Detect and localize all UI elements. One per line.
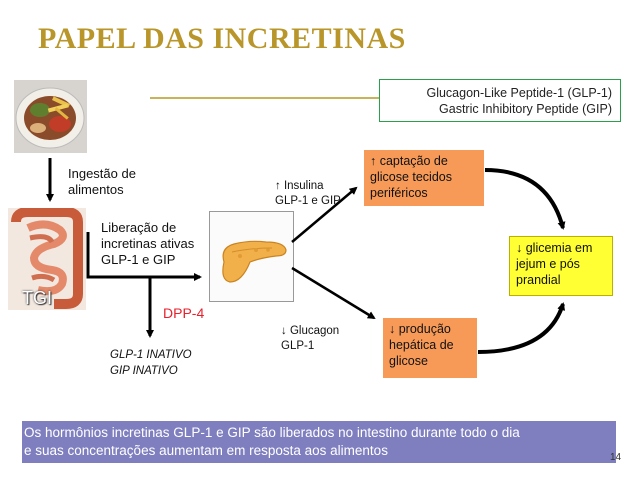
arrow-captacao-to-glicemia <box>484 168 566 230</box>
insulina-line-2: GLP-1 e GIP <box>275 195 341 207</box>
arrow-gut-to-pancreas <box>86 232 202 281</box>
captacao-box: ↑ captação de glicose tecidos periférico… <box>364 150 484 206</box>
glicemia-line-2: jejum e pós <box>516 257 580 271</box>
glucagon-line-1: ↓ Glucagon <box>281 325 340 337</box>
page-number: 14 <box>610 452 622 463</box>
liberacao-line-1: Liberação de <box>101 220 177 235</box>
producao-line-3: glicose <box>389 354 428 368</box>
glicemia-line-3: prandial <box>516 273 561 287</box>
tgi-label: TGI <box>22 288 52 308</box>
insulina-line-1: ↑ Insulina <box>275 180 324 192</box>
dpp4-label: DPP-4 <box>163 305 205 321</box>
gip-inativo: GIP INATIVO <box>110 365 178 377</box>
ingestao-line-2: alimentos <box>68 182 124 197</box>
liberacao-line-2: incretinas ativas <box>101 236 195 251</box>
producao-box: ↓ produção hepática de glicose <box>383 318 477 378</box>
arrow-pancreas-to-producao <box>291 266 376 320</box>
footer-line-1: Os hormônios incretinas GLP-1 e GIP são … <box>24 425 520 440</box>
glucagon-label: ↓ Glucagon GLP-1 <box>281 324 339 354</box>
arrow-producao-to-glicemia <box>477 302 566 354</box>
legend-gip: Gastric Inhibitory Peptide (GIP) <box>439 102 612 116</box>
captacao-line-2: glicose tecidos <box>370 170 452 184</box>
legend-glp1: Glucagon-Like Peptide-1 (GLP-1) <box>426 86 612 100</box>
slide-title: PAPEL DAS INCRETINAS <box>38 22 406 55</box>
inativo-label: GLP-1 INATIVO GIP INATIVO <box>110 347 192 379</box>
food-plate-image <box>14 80 87 153</box>
footer-line-2: e suas concentrações aumentam em respost… <box>24 443 388 458</box>
legend-box: Glucagon-Like Peptide-1 (GLP-1) Gastric … <box>379 79 621 122</box>
glp1-inativo: GLP-1 INATIVO <box>110 349 192 361</box>
producao-line-2: hepática de <box>389 338 454 352</box>
captacao-line-3: periféricos <box>370 186 428 200</box>
intestine-image <box>8 207 86 310</box>
arrow-pancreas-to-captacao <box>291 186 358 243</box>
ingestao-label: Ingestão de alimentos <box>68 166 136 198</box>
liberacao-line-3: GLP-1 e GIP <box>101 252 176 267</box>
producao-line-1: ↓ produção <box>389 322 451 336</box>
ingestao-line-1: Ingestão de <box>68 166 136 181</box>
liberacao-label: Liberação de incretinas ativas GLP-1 e G… <box>101 220 194 268</box>
glicemia-box: ↓ glicemia em jejum e pós prandial <box>509 236 613 296</box>
title-divider <box>150 97 380 99</box>
pancreas-image <box>209 211 294 302</box>
footer-text: Os hormônios incretinas GLP-1 e GIP são … <box>24 424 604 460</box>
glicemia-line-1: ↓ glicemia em <box>516 241 593 255</box>
captacao-line-1: ↑ captação de <box>370 154 448 168</box>
insulina-label: ↑ Insulina GLP-1 e GIP <box>275 179 341 209</box>
footer-banner <box>22 421 616 463</box>
glucagon-line-2: GLP-1 <box>281 340 315 352</box>
